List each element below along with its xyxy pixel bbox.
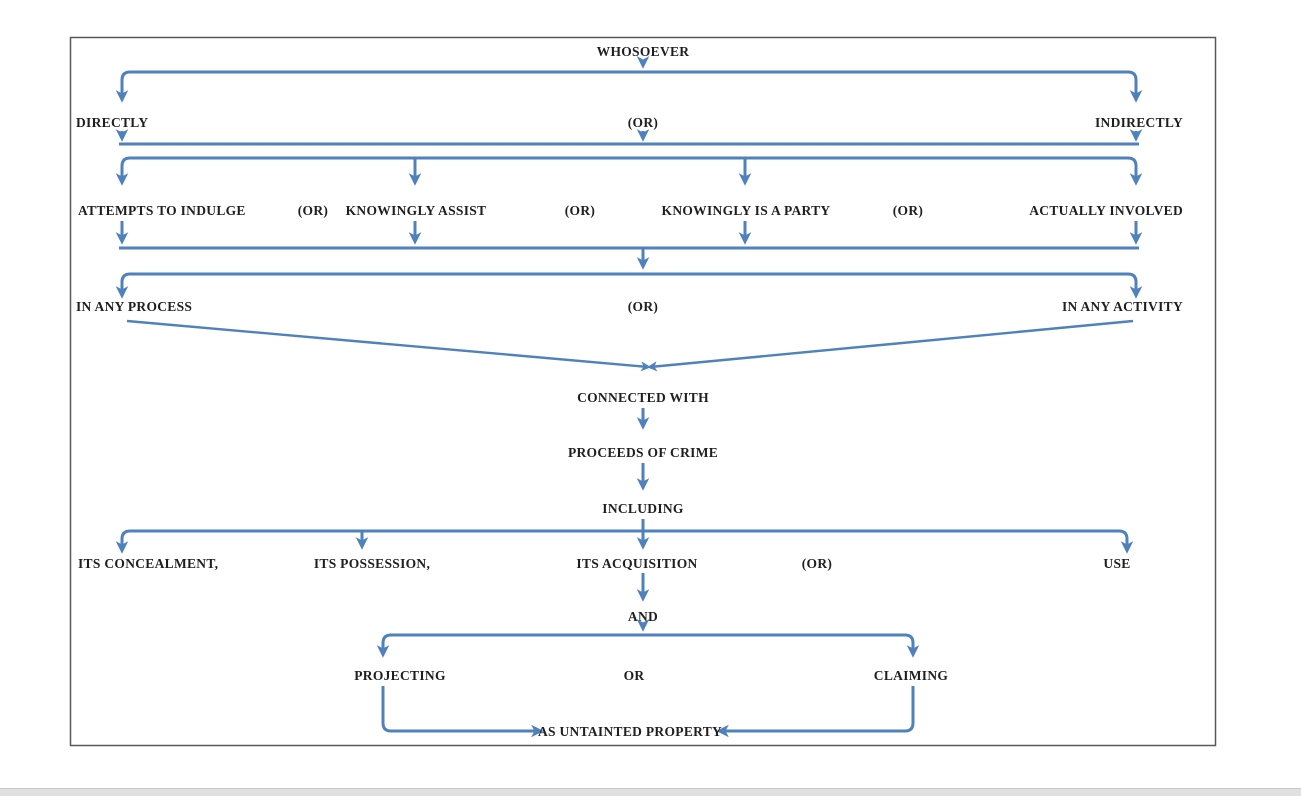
node-and: AND	[628, 609, 658, 624]
diagonal-right-converge	[646, 319, 1134, 372]
node-connected-with: CONNECTED WITH	[577, 390, 709, 405]
node-or-level4: (OR)	[802, 556, 832, 571]
node-its-concealment: ITS CONCEALMENT,	[78, 556, 218, 571]
path-projecting-to-result	[381, 686, 544, 738]
node-directly: DIRECTLY	[76, 115, 148, 130]
node-projecting: PROJECTING	[354, 668, 446, 683]
level3-bracket	[115, 272, 1143, 299]
level2-bracket	[115, 156, 1143, 186]
node-its-acquisition: ITS ACQUISITION	[576, 556, 697, 571]
node-proceeds-of-crime: PROCEEDS OF CRIME	[568, 445, 718, 460]
bottom-bar	[0, 788, 1301, 796]
diagram-frame	[69, 36, 1217, 747]
node-or-level2-c: (OR)	[893, 203, 923, 218]
node-knowingly-assist: KNOWINGLY ASSIST	[346, 203, 487, 218]
node-or-level1: (OR)	[628, 115, 658, 130]
node-or-level5: OR	[624, 668, 645, 683]
node-indirectly: INDIRECTLY	[1095, 115, 1183, 130]
node-its-possession: ITS POSSESSION,	[314, 556, 430, 571]
node-knowingly-is-a-party: KNOWINGLY IS A PARTY	[662, 203, 831, 218]
node-actually-involved: ACTUALLY INVOLVED	[1029, 203, 1183, 218]
node-use: USE	[1103, 556, 1130, 571]
level1-bracket	[115, 70, 1143, 103]
level5-bracket	[376, 633, 920, 658]
path-claiming-to-result	[716, 686, 915, 738]
level4-bracket	[115, 529, 1134, 554]
node-claiming: CLAIMING	[874, 668, 949, 683]
node-in-any-process: IN ANY PROCESS	[76, 299, 192, 314]
diagonal-left-converge	[126, 319, 652, 372]
node-attempts-to-indulge: ATTEMPTS TO INDULGE	[78, 203, 246, 218]
node-or-level2-b: (OR)	[565, 203, 595, 218]
node-as-untainted-property: AS UNTAINTED PROPERTY	[538, 724, 722, 739]
node-in-any-activity: IN ANY ACTIVITY	[1062, 299, 1183, 314]
node-or-level2-a: (OR)	[298, 203, 328, 218]
node-including: INCLUDING	[602, 501, 684, 516]
node-whosoever: WHOSOEVER	[597, 44, 690, 59]
node-or-level3: (OR)	[628, 299, 658, 314]
